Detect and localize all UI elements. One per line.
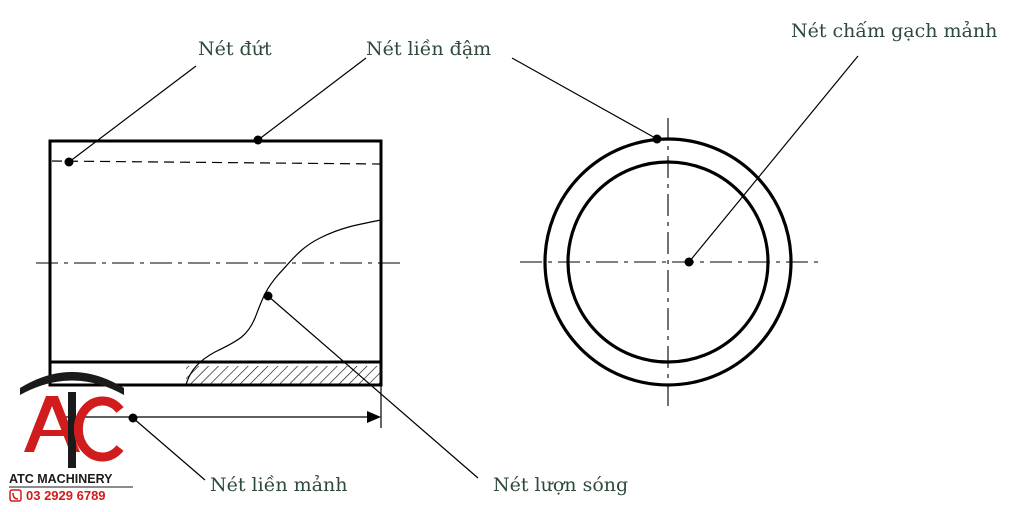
phone-icon	[9, 489, 22, 502]
side-view	[520, 118, 818, 410]
dot-dashed	[64, 157, 74, 167]
leader-chain	[688, 55, 859, 263]
front-view	[36, 139, 405, 428]
logo-company-name: ATC MACHINERY	[9, 472, 113, 486]
leader-dashed	[68, 65, 197, 163]
hidden-line-top	[51, 160, 382, 165]
leaders	[68, 55, 859, 481]
dot-thin	[128, 413, 138, 423]
logo-letter-a	[24, 396, 80, 452]
logo-letter-t	[68, 392, 76, 468]
hatch-area	[186, 366, 381, 385]
logo-letter-c	[73, 396, 124, 462]
wavy-break-line	[185, 219, 382, 386]
leader-wavy	[267, 295, 479, 479]
leader-thick-right	[511, 57, 658, 140]
logo-a-bar	[38, 430, 68, 436]
dimension-arrow-right	[367, 411, 381, 423]
leader-thick-left	[257, 57, 367, 141]
atc-logo: ATC MACHINERY 03 2929 6789	[9, 372, 133, 503]
label-dashed: Nét đứt	[198, 38, 272, 60]
logo-phone: 03 2929 6789	[26, 488, 106, 503]
leader-thin	[132, 417, 206, 481]
dot-chain	[684, 257, 694, 267]
label-thin-chain: Nét chấm gạch mảnh	[791, 20, 997, 42]
dot-thick-left	[253, 135, 263, 145]
logo-arch	[20, 372, 124, 395]
dot-thick-right	[652, 134, 662, 144]
dot-wavy	[263, 291, 273, 301]
label-thin-continuous: Nét liền mảnh	[210, 474, 347, 496]
label-wavy: Nét lượn sóng	[493, 474, 628, 496]
leader-dots	[64, 134, 694, 423]
label-thick-continuous: Nét liền đậm	[366, 38, 491, 60]
